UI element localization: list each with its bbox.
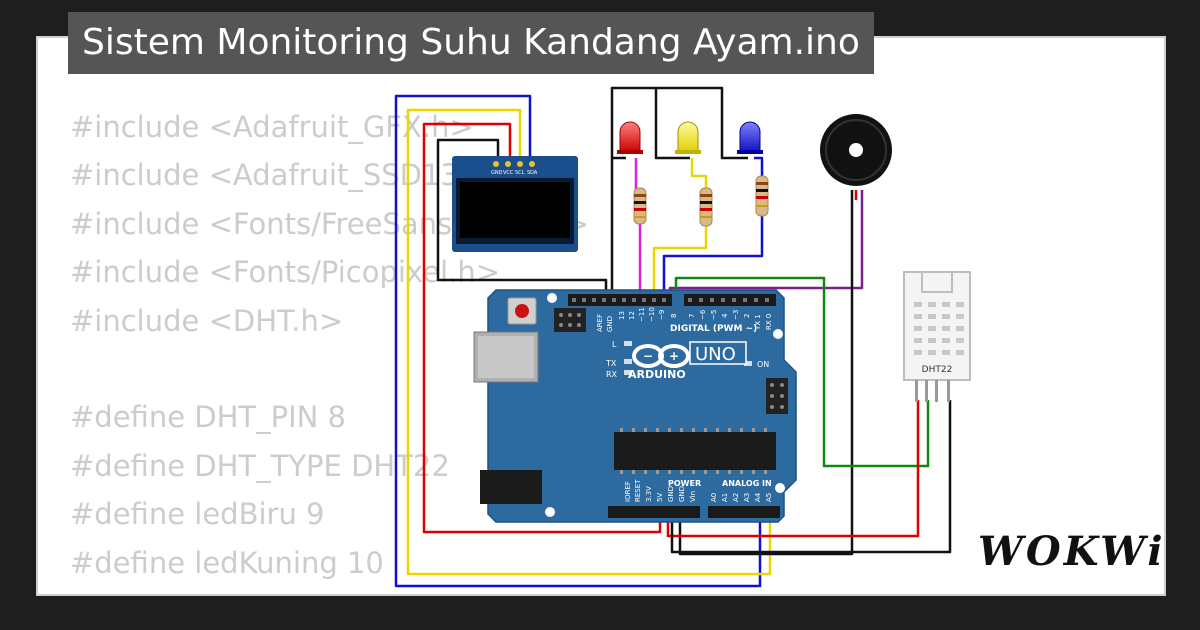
dht-label: DHT22 xyxy=(922,365,953,375)
led-indicator xyxy=(624,359,632,364)
code-line: #include <DHT.h> xyxy=(70,303,344,338)
code-line: #define ledKuning 10 xyxy=(70,545,384,580)
wire-oled-scl[interactable] xyxy=(406,108,772,576)
resistor-yellow-led[interactable] xyxy=(699,187,713,227)
pin-label: Vin xyxy=(689,491,697,502)
pin-label: A0 xyxy=(710,493,718,502)
wire-dht-gnd[interactable] xyxy=(670,400,952,554)
analog-label: ANALOG IN xyxy=(722,479,772,488)
digital-header-right[interactable] xyxy=(684,294,776,306)
wire-oled-vcc[interactable] xyxy=(422,122,662,534)
dht22-sensor[interactable]: DHT22 xyxy=(903,271,971,402)
led-label: RX xyxy=(606,370,618,379)
board-model: UNO xyxy=(695,344,736,365)
pin-label: 2 xyxy=(743,314,751,318)
pin-label: A5 xyxy=(765,493,773,502)
wokwi-logo: WOKWi xyxy=(978,528,1166,575)
pin-label: GND xyxy=(667,486,675,502)
resistor-red-led[interactable] xyxy=(633,187,647,225)
led-indicator xyxy=(624,341,632,346)
pin-label: 4 xyxy=(721,313,729,318)
oled-pin-label: VCC xyxy=(503,170,514,176)
pin-label: ~11 xyxy=(638,307,646,322)
pin-label: 5V xyxy=(656,493,664,502)
led-label: L xyxy=(612,340,617,349)
pin-label: RESET xyxy=(634,479,642,502)
pin-label: A4 xyxy=(754,492,762,502)
wire-led-yellow[interactable] xyxy=(652,158,708,298)
code-line: #include <Fonts/Picopixel.h> xyxy=(70,255,501,290)
arduino-uno-board[interactable]: AREF GND 13 12 ~11 ~10 ~9 8 7 ~6 ~5 4 ~3… xyxy=(473,289,797,523)
svg-text:+: + xyxy=(669,349,679,363)
pin-label: 8 xyxy=(670,314,678,318)
pin-label: GND xyxy=(678,486,686,502)
led-indicator xyxy=(624,370,632,375)
power-label: POWER xyxy=(668,479,701,488)
power-jack xyxy=(480,470,542,504)
microcontroller-chip xyxy=(614,432,776,470)
pin-label: 12 xyxy=(628,311,636,320)
project-title: Sistem Monitoring Suhu Kandang Ayam.ino xyxy=(68,12,874,74)
wire-dht-data[interactable] xyxy=(674,276,930,468)
oled-display[interactable]: GND VCC SCL SDA xyxy=(452,156,578,252)
wire-buzzer-gnd[interactable] xyxy=(678,190,854,556)
pin-label: ~5 xyxy=(710,310,718,320)
oled-pin[interactable] xyxy=(517,161,523,167)
pin-label: 13 xyxy=(618,311,626,320)
oled-pin-label: GND xyxy=(491,170,503,176)
code-line: #include <Adafruit_GFX.h> xyxy=(70,110,474,144)
pin-label: A3 xyxy=(743,493,751,502)
wire-led-red[interactable] xyxy=(634,158,642,298)
power-header[interactable] xyxy=(608,506,700,518)
pin-label: ~3 xyxy=(732,310,740,320)
pin-label: RX 0 xyxy=(765,314,773,330)
digital-header-left[interactable] xyxy=(568,294,672,306)
code-line: #define DHT_TYPE DHT22 xyxy=(70,448,450,483)
on-label: ON xyxy=(757,360,769,369)
wire-led-gnd[interactable] xyxy=(610,86,748,298)
svg-text:−: − xyxy=(643,349,653,363)
pin-label: A1 xyxy=(721,493,729,502)
oled-pin-label: SDA xyxy=(527,170,538,176)
pin-label: ~10 xyxy=(648,307,656,322)
code-line: #define ledBiru 9 xyxy=(70,497,325,532)
oled-pin-label: SCL xyxy=(515,170,525,176)
resistor-blue-led[interactable] xyxy=(755,175,769,217)
led-indicator xyxy=(744,361,752,366)
digital-label: DIGITAL (PWM ~) xyxy=(670,324,757,334)
pin-label: 7 xyxy=(688,314,696,318)
pin-label: IOREF xyxy=(624,481,632,502)
pin-label: TX 1 xyxy=(754,314,762,331)
wire-oled-gnd[interactable] xyxy=(436,138,608,298)
led-label: TX xyxy=(605,359,617,368)
board-brand: ARDUINO xyxy=(628,368,686,381)
oled-pin[interactable] xyxy=(493,161,499,167)
pin-label: ~9 xyxy=(658,310,666,320)
buzzer[interactable] xyxy=(820,114,892,186)
arduino-infinity-logo xyxy=(632,344,690,368)
code-line: #define DHT_PIN 8 xyxy=(70,400,347,435)
led-red[interactable] xyxy=(617,121,643,154)
pin-label: GND xyxy=(606,316,614,332)
pin-label: A2 xyxy=(732,493,740,502)
wires xyxy=(394,86,952,588)
pin-label: ~6 xyxy=(699,309,707,320)
analog-header[interactable] xyxy=(708,506,780,518)
wire-led-blue[interactable] xyxy=(662,156,764,298)
pin-label: 3.3V xyxy=(645,486,653,502)
oled-pin[interactable] xyxy=(529,161,535,167)
led-yellow[interactable] xyxy=(675,121,701,154)
oled-pin[interactable] xyxy=(505,161,511,167)
led-blue[interactable] xyxy=(737,121,763,154)
pin-label: AREF xyxy=(596,314,604,332)
